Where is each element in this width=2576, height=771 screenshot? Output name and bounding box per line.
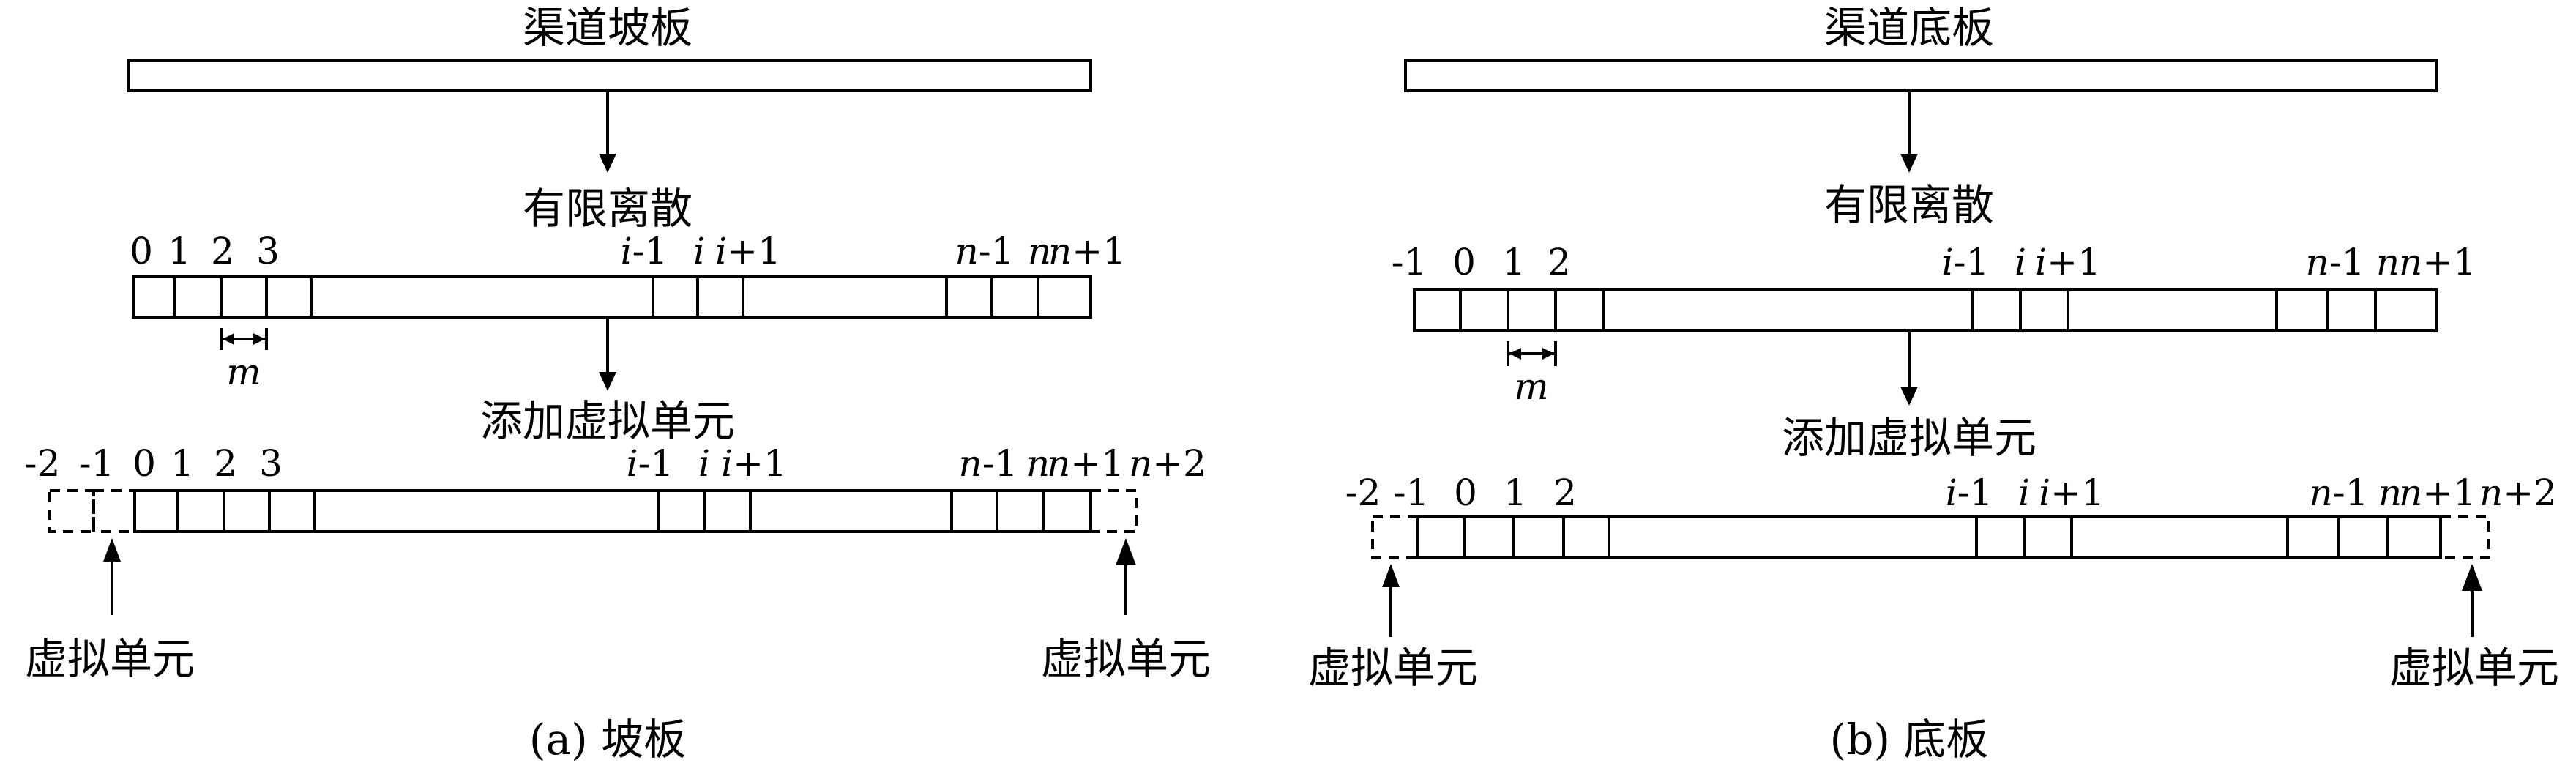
discrete-bar-b [1413,288,2438,332]
discrete-bar-outline [1413,288,2438,332]
ghost-arrow-left-a-head [103,538,121,562]
width-dimension-a: m [220,328,268,393]
arrow-add-ghost-b-head [1900,387,1918,406]
ghost-label-right-a: 虚拟单元 [1041,634,1211,684]
index-label: 2 [1553,472,1577,514]
index-label: -1 [1392,241,1427,283]
discretize-label-a: 有限离散 [523,184,692,234]
discrete-bar-a [132,275,1092,319]
discrete-index-labels-a: 0 1 2 3 i-1 i i+1 n-1 n n+1 [130,230,1126,272]
index-label: 3 [256,230,280,272]
plate-label-b: 渠道底板 [1824,3,1994,53]
index-label: 1 [168,230,191,272]
index-label: -2 [25,442,61,485]
index-label: 1 [171,442,194,485]
panel-a: 渠道坡板 有限离散 0 1 2 3 i-1 i i+1 n-1 n n+1 [25,3,1211,764]
index-label: i [693,230,705,272]
index-label: 0 [132,442,156,485]
discrete-index-labels-b: -1 0 1 2 i-1 i i+1 n-1 n n+1 [1392,241,2476,283]
caption-b: (b) 底板 [1830,715,1989,764]
plate-label-a: 渠道坡板 [523,3,692,53]
ghost-bar-a [48,489,1138,533]
index-label: n [2376,241,2400,283]
width-symbol-a: m [226,351,261,393]
index-label: n+1 [2399,472,2476,514]
index-label: n+1 [1048,230,1126,272]
arrow-add-ghost-a-head [599,372,616,391]
index-label: 2 [1548,241,1571,283]
index-label: -2 [1345,472,1381,514]
arrow-discretize-a-head [599,154,616,173]
index-label: 0 [130,230,153,272]
index-label: i-1 [1946,472,1993,514]
index-label: i [698,442,710,485]
index-label: i [2018,472,2030,514]
arrow-discretize-b-head [1900,154,1918,173]
caption-a: (a) 坡板 [529,715,686,764]
index-label: n+2 [2479,472,2557,514]
index-label: n+1 [2399,241,2476,283]
index-label: 3 [259,442,283,485]
index-label: i-1 [621,230,668,272]
ghost-arrow-right-a-head [1116,538,1136,565]
ghost-cell-left [1371,515,1419,559]
ghost-cell-right [1089,489,1138,533]
ghost-cell-left [48,489,95,533]
index-label: 0 [1454,472,1477,514]
index-label: -1 [1394,472,1430,514]
index-label: 1 [1502,241,1526,283]
ghost-arrow-right-b-head [2462,564,2482,591]
width-symbol-b: m [1514,365,1548,408]
width-dimension-b: m [1507,341,1557,408]
index-label: i+1 [2039,472,2105,514]
index-label: n+2 [1129,442,1206,485]
ghost-label-right-b: 虚拟单元 [2389,643,2559,693]
index-label: n-1 [2310,472,2369,514]
index-label: -1 [79,442,115,485]
ghost-cell-left [92,489,136,533]
add-ghost-label-b: 添加虚拟单元 [1782,413,2036,463]
ghost-bar-outline [133,489,1092,533]
index-label: i+1 [721,442,787,485]
index-label: n-1 [959,442,1018,485]
ghost-cell-right [2439,515,2490,559]
add-ghost-label-a: 添加虚拟单元 [480,396,735,446]
ghost-index-labels-b: -2 -1 0 1 2 i-1 i i+1 n-1 n n+1 n+2 [1345,472,2557,514]
index-label: i [2015,241,2026,283]
discrete-bar-outline [132,275,1092,319]
index-label: n-1 [2306,241,2365,283]
discretize-label-b: 有限离散 [1824,180,1994,230]
index-label: i+1 [715,230,781,272]
index-label: 2 [211,230,234,272]
ghost-index-labels-a: -2 -1 0 1 2 3 i-1 i i+1 n-1 n n+1 n+2 [25,442,1206,485]
index-label: 2 [214,442,237,485]
ghost-arrow-left-b-head [1382,564,1400,587]
index-label: i+1 [2035,241,2101,283]
index-label: i-1 [1942,241,1990,283]
index-label: i-1 [627,442,674,485]
index-label: n-1 [955,230,1015,272]
plate-bar-a [127,59,1092,92]
ghost-label-left-b: 虚拟单元 [1308,643,1478,693]
ghost-label-left-a: 虚拟单元 [25,634,195,684]
ghost-bar-b [1371,515,2490,559]
index-label: n [1028,230,1051,272]
index-label: n [1026,442,1050,485]
index-label: n+1 [1047,442,1124,485]
index-label: n [2378,472,2402,514]
plate-bar-b [1404,59,2438,92]
panel-b: 渠道底板 有限离散 -1 0 1 2 i-1 i i+1 n-1 n n+1 [1308,3,2559,764]
index-label: 1 [1504,472,1527,514]
index-label: 0 [1452,241,1476,283]
